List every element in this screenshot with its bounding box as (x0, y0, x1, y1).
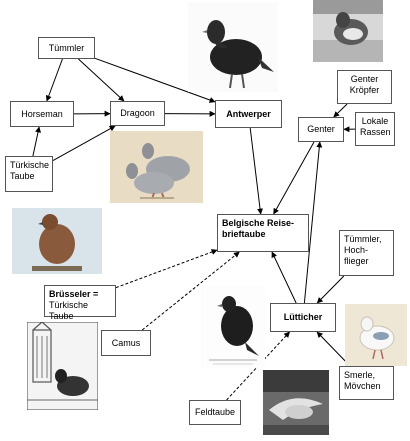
edge-genter_kropfer-to-genter (333, 103, 348, 118)
edge-tummler_hochflieger-to-lutticher (316, 275, 345, 304)
node-feldtaube: Feldtaube (189, 400, 241, 425)
brusseler-photo (12, 208, 102, 274)
edge-tummler-to-antwerper (94, 57, 216, 103)
node-genter-kropfer: Genter Kröpfer (337, 70, 392, 104)
top-right-photo (313, 0, 383, 62)
edge-lutticher-to-genter (303, 141, 323, 304)
brusseler-subtitle: Türkische Taube (49, 300, 89, 321)
edge-smerle-to-lutticher (316, 331, 351, 367)
edge-camus-to-belgische (141, 251, 240, 331)
edge-brusseler-to-belgische (115, 249, 218, 289)
node-dragoon: Dragoon (110, 101, 165, 126)
node-tummler-hochflieger: Tümmler, Hoch-flieger (339, 230, 394, 276)
antwerper-photo (188, 2, 278, 92)
edge-lutticher-to-belgische (271, 251, 297, 304)
node-tummler: Tümmler (38, 37, 95, 59)
edge-antwerper-to-belgische (249, 127, 264, 215)
edge-turkische_taube-to-dragoon (52, 125, 116, 162)
edge-tummler-to-dragoon (78, 58, 125, 102)
dragoon-photo (110, 131, 203, 203)
node-belgische-reisebrieftaube: Belgische Reise-brieftaube (217, 214, 309, 252)
edge-tummler-to-horseman (45, 58, 63, 102)
feldtaube-photo (263, 370, 329, 435)
brusseler-title: Brüsseler = (49, 289, 99, 299)
node-genter: Genter (298, 117, 344, 142)
node-camus: Camus (101, 330, 151, 356)
node-turkische-taube: Türkische Taube (5, 156, 53, 192)
node-brusseler: Brüsseler = Türkische Taube (44, 285, 116, 321)
edge-genter-to-belgische (273, 141, 315, 215)
lutticher-photo (201, 286, 265, 368)
node-horseman: Horseman (10, 101, 74, 127)
node-lutticher: Lütticher (270, 303, 336, 332)
node-smerle: Smerle, Mövchen (339, 366, 394, 400)
node-lokale-rassen: Lokale Rassen (355, 112, 395, 146)
camus-photo (27, 322, 98, 410)
node-antwerper: Antwerper (215, 100, 282, 128)
edge-turkische_taube-to-horseman (32, 126, 41, 157)
smerle-photo (345, 304, 407, 366)
